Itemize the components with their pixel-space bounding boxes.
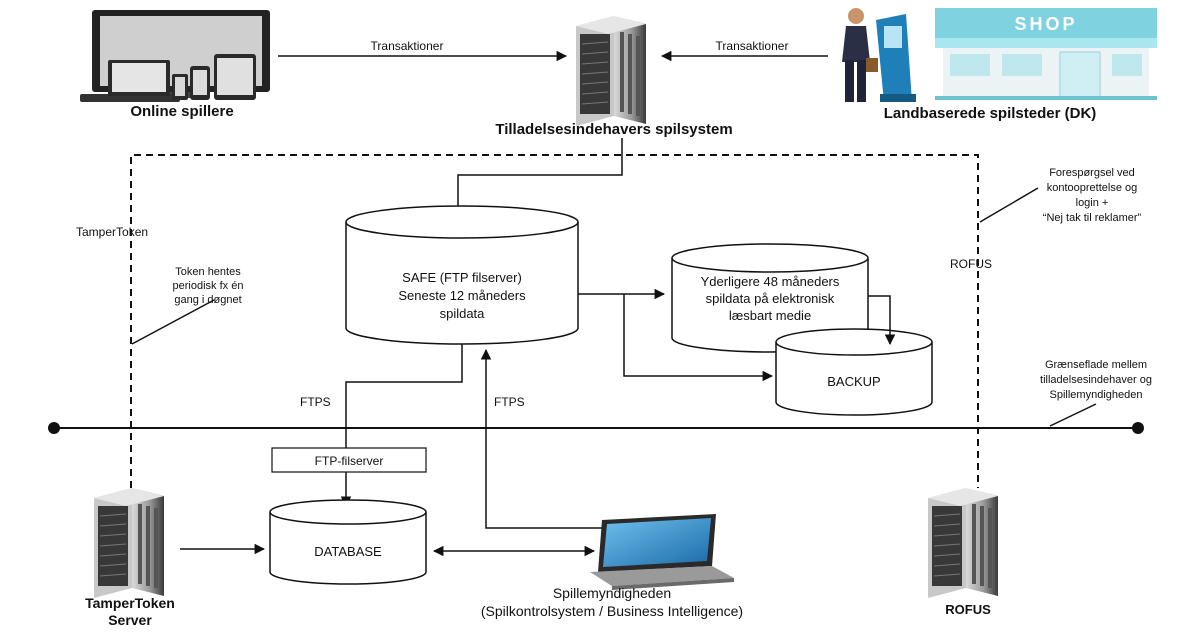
node-land-based: Landbaserede spilsteder (DK)	[884, 105, 1097, 122]
server-icon	[575, 15, 647, 127]
safe-label-2: Seneste 12 måneders	[398, 288, 526, 303]
label-rofus: ROFUS	[950, 257, 992, 271]
shop-sign: SHOP	[1014, 14, 1077, 34]
ftps-safe-to-fileserver	[345, 344, 463, 448]
backup-label: BACKUP	[827, 374, 880, 389]
backup-cylinder	[775, 328, 933, 416]
extra-label-2: spildata på elektronisk	[706, 291, 835, 306]
kiosk-person-icon	[842, 8, 916, 102]
label-transactions-left: Transaktioner	[371, 39, 444, 53]
database-label: DATABASE	[314, 544, 382, 559]
boundary-note-2: tilladelsesindehaver og	[1040, 374, 1152, 386]
node-license-system: Tilladelsesindehavers spilsystem	[495, 121, 732, 138]
dashed-boundary	[130, 154, 979, 488]
label-tampertoken: TamperToken	[76, 225, 148, 239]
database-cylinder	[269, 499, 427, 585]
server-icon	[927, 487, 999, 599]
authority-label-2: (Spilkontrolsystem / Business Intelligen…	[481, 603, 743, 619]
label-ftps-left: FTPS	[300, 395, 331, 409]
interface-line-end-left	[48, 422, 60, 434]
computer-devices-icon	[80, 10, 270, 102]
arrow-extra-to-backup	[868, 295, 896, 346]
arrow-safe-to-backup	[623, 294, 774, 382]
safe-label-3: spildata	[440, 306, 486, 321]
rofus-note-4: “Nej tak til reklamer”	[1043, 212, 1142, 224]
label-ftps-right: FTPS	[494, 395, 525, 409]
ftps-authority-to-safe	[480, 348, 604, 529]
boundary-note-pointer	[1049, 403, 1097, 427]
safe-label-1: SAFE (FTP filserver)	[402, 270, 522, 285]
node-online-players: Online spillere	[130, 103, 233, 120]
extra-label-3: læsbart medie	[729, 308, 811, 323]
extra-label-1: Yderligere 48 måneders	[701, 274, 840, 289]
token-note-3: gang i døgnet	[174, 294, 241, 306]
ftp-fileserver-label: FTP-filserver	[315, 454, 384, 468]
token-note-pointer	[131, 299, 215, 345]
rofus-note-2: kontooprettelse og	[1047, 182, 1138, 194]
rofus-note-3: login +	[1076, 197, 1109, 209]
boundary-note-1: Grænseflade mellem	[1045, 359, 1147, 371]
rofus-note-pointer	[979, 187, 1039, 223]
rofus-note-1: Forespørgsel ved	[1049, 167, 1135, 179]
rofus-server-label: ROFUS	[945, 602, 991, 617]
shop-icon: SHOP	[935, 8, 1157, 100]
boundary-note-3: Spillemyndigheden	[1050, 389, 1143, 401]
label-transactions-right: Transaktioner	[716, 39, 789, 53]
tampertoken-server-label-2: Server	[108, 612, 152, 628]
safe-cylinder	[345, 205, 579, 345]
token-note-2: periodisk fx én	[173, 280, 244, 292]
server-icon	[93, 487, 165, 599]
interface-line-end-right	[1132, 422, 1144, 434]
arrow-system-to-safe	[452, 138, 623, 218]
tampertoken-server-label-1: TamperToken	[85, 595, 175, 611]
token-note-1: Token hentes	[175, 266, 241, 278]
ftp-fileserver-box	[271, 447, 427, 473]
laptop-icon	[590, 514, 734, 590]
authority-label-1: Spillemyndigheden	[553, 585, 671, 601]
